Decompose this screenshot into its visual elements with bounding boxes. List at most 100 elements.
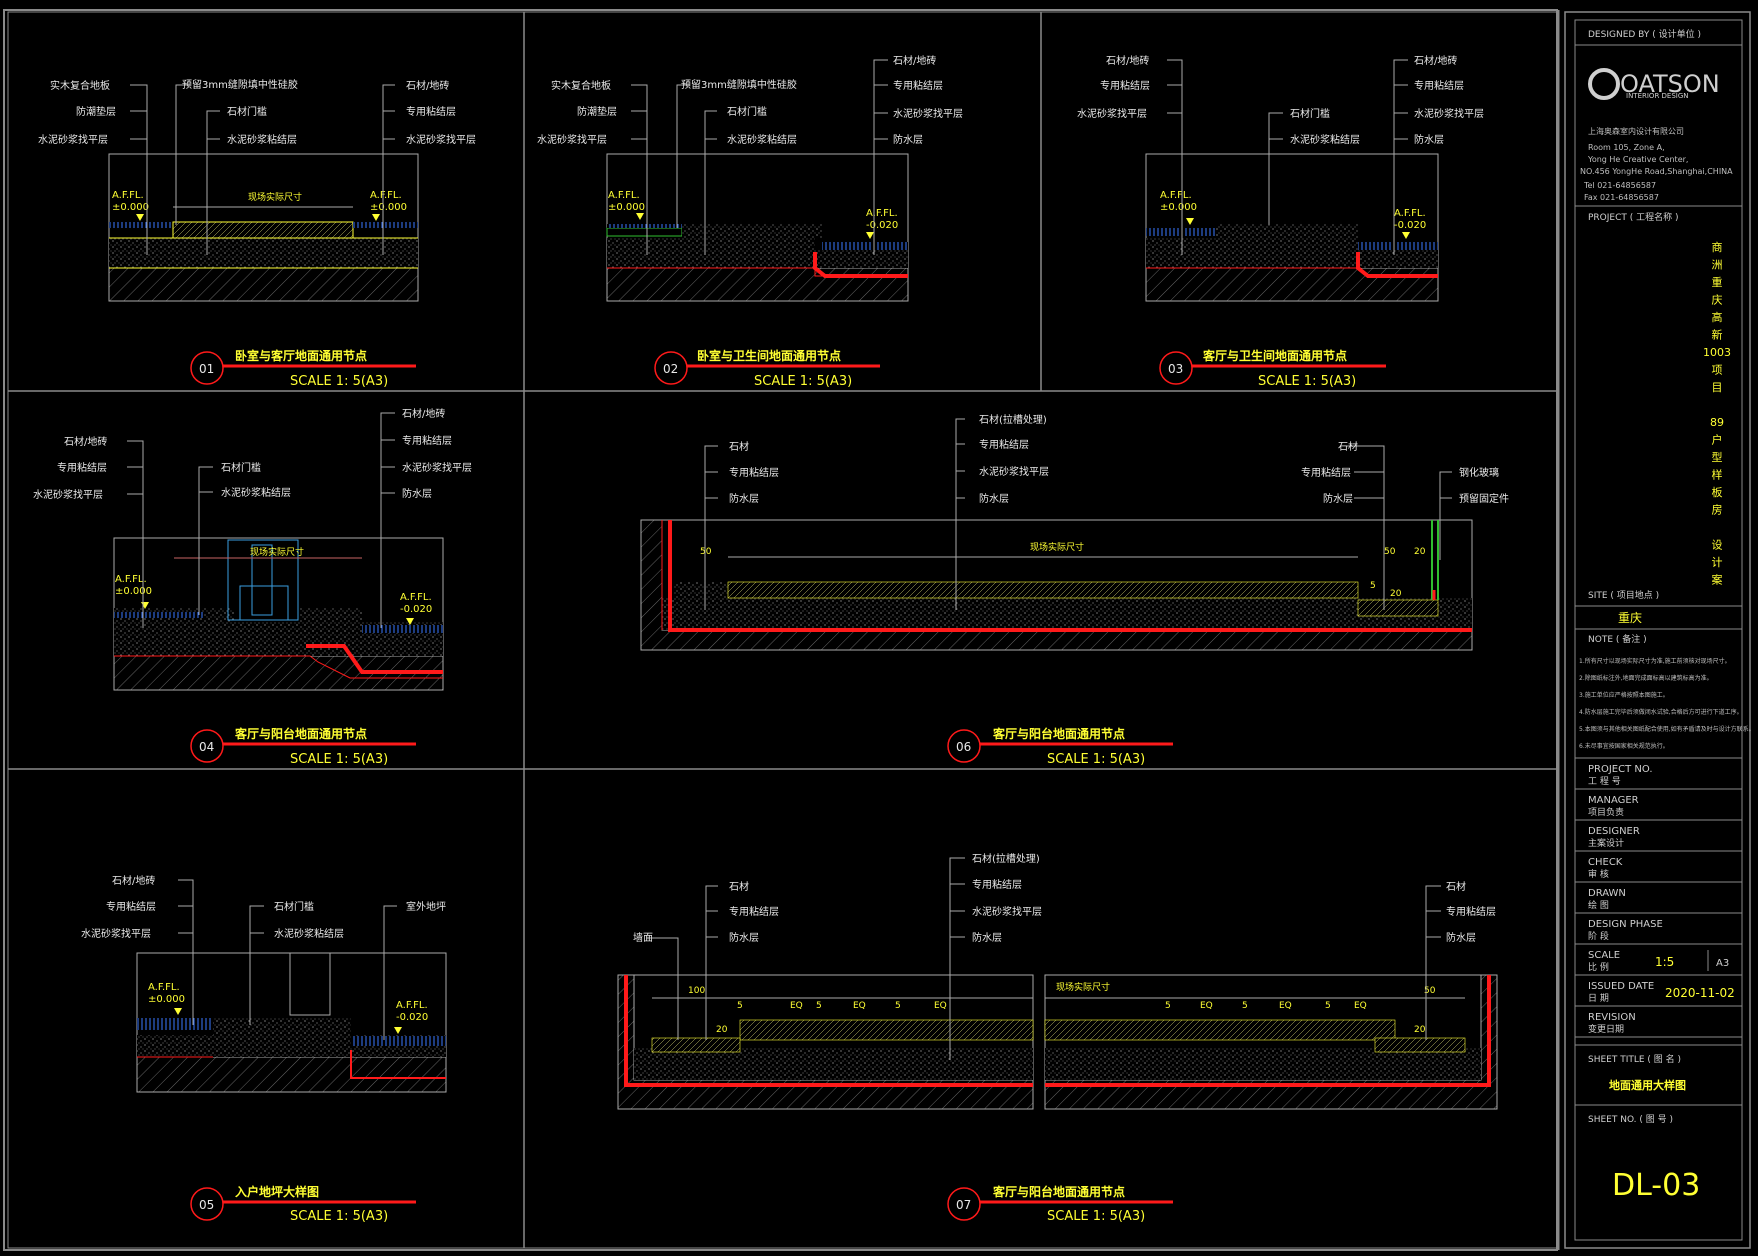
d03-mid-2: 水泥砂浆粘结层 xyxy=(1290,133,1360,146)
detail-04: 现场实际尺寸 A.F.FL. ±0.000 A.F.FL. -0.020 石材/… xyxy=(33,407,472,767)
row-value: 1:5 xyxy=(1655,955,1674,969)
d05-left-3: 水泥砂浆找平层 xyxy=(81,927,151,940)
d03-left-2: 专用粘结层 xyxy=(1100,79,1150,92)
row-label-cn: 绘 图 xyxy=(1588,899,1609,911)
site-label: SITE ( 项目地点 ) xyxy=(1588,589,1659,601)
d05-left-1: 石材/地砖 xyxy=(112,874,155,887)
row-extra: A3 xyxy=(1716,958,1729,969)
d02-afl-right-2: -0.020 xyxy=(866,220,898,231)
company-logo: OATSON INTERIOR DESIGN xyxy=(1588,68,1720,100)
d07-mid-3: 水泥砂浆找平层 xyxy=(972,905,1042,918)
project-name-char: 项 xyxy=(1712,364,1723,377)
project-name-char: 重 xyxy=(1712,275,1723,289)
d01-afl-right-2: ±0.000 xyxy=(370,202,407,213)
d07-left-2: 专用粘结层 xyxy=(729,905,779,918)
d02-mid-3: 水泥砂浆粘结层 xyxy=(727,133,797,146)
note-3: 3.施工单位应严格按照本图施工。 xyxy=(1579,691,1669,699)
d07-dim-req1: EQ xyxy=(1200,1001,1213,1011)
d02-right-3: 水泥砂浆找平层 xyxy=(893,107,963,120)
d01-right-3: 水泥砂浆找平层 xyxy=(406,133,476,146)
d04-dim-label: 现场实际尺寸 xyxy=(250,546,304,558)
d03-afl-left-1: A.F.FL. xyxy=(1160,190,1192,201)
row-label-en: REVISION xyxy=(1588,1012,1636,1023)
detail-03-scale: SCALE 1: 5(A3) xyxy=(1258,374,1356,389)
d07-dim-r20: 20 xyxy=(1414,1025,1426,1035)
row-label-cn: 审 核 xyxy=(1588,868,1609,880)
d01-afl-right-1: A.F.FL. xyxy=(370,190,402,201)
detail-05: A.F.FL. ±0.000 A.F.FL. -0.020 石材/地砖 专用粘结… xyxy=(81,874,447,1224)
d04-mid-1: 石材门槛 xyxy=(221,461,261,474)
d07-mid-4: 防水层 xyxy=(972,931,1002,944)
row-label-en: PROJECT NO. xyxy=(1588,764,1653,775)
d01-afl-left-2: ±0.000 xyxy=(112,202,149,213)
d06-right-3: 防水层 xyxy=(1323,492,1353,505)
detail-01-title: 卧室与客厅地面通用节点 xyxy=(235,348,367,363)
row-label-cn: 项目负责 xyxy=(1588,806,1624,818)
d06-mid-2: 专用粘结层 xyxy=(979,438,1029,451)
detail-05-number: 05 xyxy=(199,1198,214,1212)
d06-dim-20: 20 xyxy=(1414,547,1426,557)
d07-dim-leq3: EQ xyxy=(934,1001,947,1011)
address-1: Room 105, Zone A, xyxy=(1588,143,1665,152)
row-label-cn: 主案设计 xyxy=(1588,837,1624,849)
sheet-title-label: SHEET TITLE ( 图 名 ) xyxy=(1588,1053,1681,1065)
detail-07-title: 客厅与阳台地面通用节点 xyxy=(992,1184,1125,1199)
d07-right-2: 专用粘结层 xyxy=(1446,905,1496,918)
d02-afl-left-2: ±0.000 xyxy=(608,202,645,213)
row-label-cn: 变更日期 xyxy=(1588,1023,1624,1035)
d02-mid-1: 预留3mm缝隙填中性硅胶 xyxy=(681,78,797,91)
d06-far-right-2: 预留固定件 xyxy=(1459,492,1509,505)
d06-dim-20b: 20 xyxy=(1390,589,1402,599)
detail-02-title: 卧室与卫生间地面通用节点 xyxy=(697,348,841,363)
detail-01: 现场实际尺寸 A.F.FL. ±0.000 A.F.FL. ±0.000 实木复… xyxy=(38,78,476,389)
detail-02-scale: SCALE 1: 5(A3) xyxy=(754,374,852,389)
d07-left-3: 防水层 xyxy=(729,931,759,944)
row-label-cn: 工 程 号 xyxy=(1588,776,1621,787)
site-value: 重庆 xyxy=(1618,611,1642,625)
project-name-char: 新 xyxy=(1712,328,1723,342)
d07-dim-r50: 50 xyxy=(1424,986,1436,996)
project-name-char: 洲 xyxy=(1712,259,1723,272)
d04-afl-right-1: A.F.FL. xyxy=(400,592,432,603)
d07-mid-2: 专用粘结层 xyxy=(972,878,1022,891)
row-label-cn: 日 期 xyxy=(1588,993,1609,1004)
sheet-title: 地面通用大样图 xyxy=(1609,1078,1686,1092)
detail-04-title: 客厅与阳台地面通用节点 xyxy=(234,726,367,741)
project-name-char: 89 xyxy=(1710,416,1724,429)
d02-mid-2: 石材门槛 xyxy=(727,105,767,118)
project-name-char: 案 xyxy=(1712,573,1723,587)
d01-mid-1: 预留3mm缝隙填中性硅胶 xyxy=(182,78,298,91)
d07-left-1: 石材 xyxy=(729,880,749,893)
d04-left-1: 石材/地砖 xyxy=(64,435,107,448)
note-1: 1.所有尺寸以现场实际尺寸为准,施工前须核对现场尺寸。 xyxy=(1579,657,1731,665)
detail-06-number: 06 xyxy=(956,740,971,754)
address-5: Fax 021-64856587 xyxy=(1584,193,1659,202)
d02-left-3: 水泥砂浆找平层 xyxy=(537,133,607,146)
project-name-char: 庆 xyxy=(1712,293,1723,307)
d06-mid-1: 石材(拉槽处理) xyxy=(979,413,1047,426)
d01-mid-2: 石材门槛 xyxy=(227,105,267,118)
company-cn: 上海奥森室内设计有限公司 xyxy=(1588,126,1684,136)
sheet-number: DL-03 xyxy=(1612,1168,1700,1203)
d05-left-2: 专用粘结层 xyxy=(106,900,156,913)
row-label-cn: 阶 段 xyxy=(1588,930,1609,942)
detail-07-scale: SCALE 1: 5(A3) xyxy=(1047,1209,1145,1224)
d03-right-3: 水泥砂浆找平层 xyxy=(1414,107,1484,120)
d07-far-left: 墙面 xyxy=(633,931,653,944)
d01-mid-3: 水泥砂浆粘结层 xyxy=(227,133,297,146)
d06-dim-label: 现场实际尺寸 xyxy=(1030,541,1084,553)
project-name-char: 样 xyxy=(1712,468,1723,482)
detail-03-number: 03 xyxy=(1168,362,1183,376)
note-6: 6.未尽事宜按国家相关规范执行。 xyxy=(1579,742,1669,750)
d05-afl-right-2: -0.020 xyxy=(396,1012,428,1023)
title-block: DESIGNED BY ( 设计单位 ) OATSON INTERIOR DES… xyxy=(1564,11,1755,1249)
logo-subtext: INTERIOR DESIGN xyxy=(1626,92,1689,100)
detail-01-scale: SCALE 1: 5(A3) xyxy=(290,374,388,389)
d04-right-1: 石材/地砖 xyxy=(402,407,445,420)
d07-right-1: 石材 xyxy=(1446,880,1466,893)
note-4: 4.防水层施工完毕后须做闭水试验,合格后方可进行下道工序。 xyxy=(1579,708,1743,716)
row-value: 2020-11-02 xyxy=(1665,986,1735,1000)
project-name-char: 目 xyxy=(1712,381,1723,394)
note-2: 2.除图纸标注外,地面完成面标高以建筑标高为准。 xyxy=(1579,674,1713,682)
